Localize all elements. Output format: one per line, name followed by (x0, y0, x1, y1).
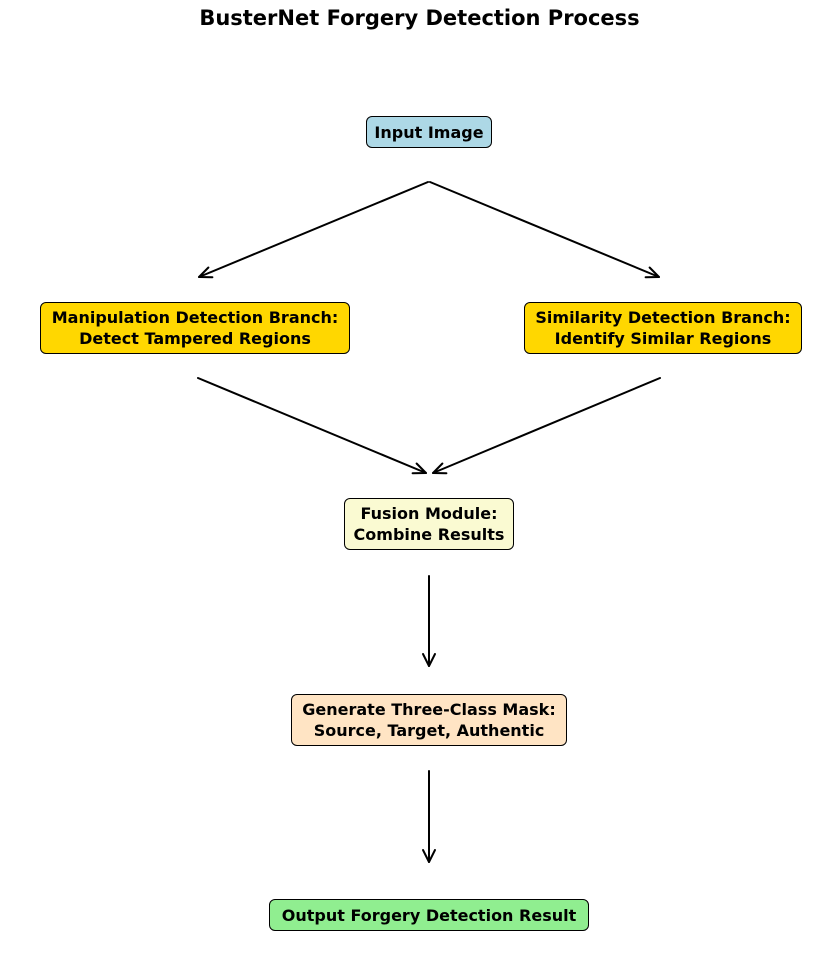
arrow-similarity-to-fusion (432, 377, 661, 475)
arrow-input-to-manipulation (198, 181, 429, 279)
node-fusion-module-title: Fusion Module: (360, 504, 498, 523)
node-input-image: Input Image (366, 116, 492, 148)
node-fusion-module-detail: Combine Results (353, 525, 505, 544)
node-similarity-branch: Similarity Detection Branch: Identify Si… (524, 302, 802, 354)
node-manipulation-branch-detail: Detect Tampered Regions (79, 329, 311, 348)
node-three-class-mask: Generate Three-Class Mask: Source, Targe… (291, 694, 567, 746)
node-similarity-branch-detail: Identify Similar Regions (554, 329, 772, 348)
node-output-result: Output Forgery Detection Result (269, 899, 589, 931)
arrow-input-to-similarity (429, 181, 660, 279)
node-three-class-mask-detail: Source, Target, Authentic (313, 721, 545, 740)
node-manipulation-branch: Manipulation Detection Branch: Detect Ta… (40, 302, 350, 354)
node-input-image-label: Input Image (374, 122, 484, 142)
diagram-title: BusterNet Forgery Detection Process (199, 6, 640, 30)
arrow-fusion-to-mask (422, 575, 436, 667)
node-similarity-branch-title: Similarity Detection Branch: (535, 308, 791, 327)
node-output-result-label: Output Forgery Detection Result (281, 905, 577, 925)
arrow-manipulation-to-fusion (197, 377, 427, 475)
arrow-mask-to-output (422, 770, 436, 863)
node-three-class-mask-title: Generate Three-Class Mask: (302, 700, 556, 719)
node-fusion-module: Fusion Module: Combine Results (344, 498, 514, 550)
node-manipulation-branch-title: Manipulation Detection Branch: (51, 308, 339, 327)
